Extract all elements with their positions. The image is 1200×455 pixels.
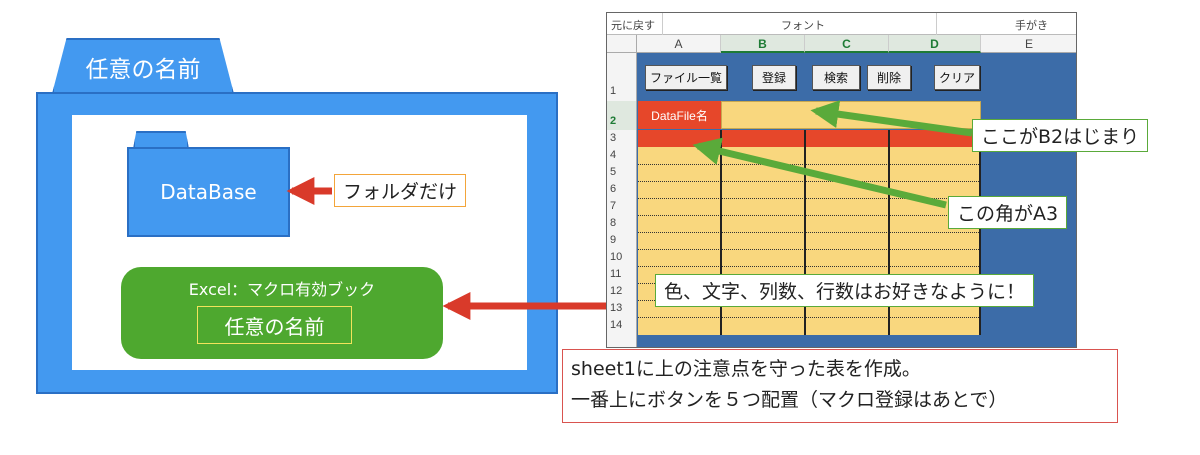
main-folder-tab: 任意の名前 — [52, 38, 234, 94]
row-header-11[interactable]: 11 — [607, 266, 637, 283]
delete-button[interactable]: 削除 — [867, 65, 911, 90]
a3-corner-callout: この角がA3 — [948, 196, 1068, 229]
instruction-note: sheet1に上の注意点を守った表を作成。 一番上にボタンを５つ配置（マクロ登録… — [562, 349, 1118, 423]
row-header-13[interactable]: 13 — [607, 300, 637, 317]
b2-start-callout: ここがB2はじまり — [972, 119, 1149, 152]
folder-only-text: フォルダだけ — [343, 181, 458, 203]
database-folder-label: DataBase — [160, 180, 257, 204]
instruction-line-1: sheet1に上の注意点を守った表を作成。 — [571, 358, 921, 380]
file-list-button[interactable]: ファイル一覧 — [645, 65, 727, 90]
database-folder-icon: DataBase — [127, 147, 290, 237]
row-header-9[interactable]: 9 — [607, 232, 637, 249]
row-header-4[interactable]: 4 — [607, 147, 637, 164]
ribbon-undo[interactable]: 元に戻す — [611, 20, 655, 32]
search-button[interactable]: 検索 — [812, 65, 860, 90]
row-header-7[interactable]: 7 — [607, 198, 637, 215]
excel-file-name-text: 任意の名前 — [224, 314, 325, 339]
column-header-e[interactable]: E — [981, 35, 1076, 53]
customize-text: 色、文字、列数、行数はお好きなように！ — [664, 281, 1026, 303]
excel-file-name: 任意の名前 — [197, 306, 352, 344]
register-button[interactable]: 登録 — [752, 65, 796, 90]
cell-b2-input[interactable] — [721, 101, 981, 129]
column-header-b[interactable]: B — [721, 35, 805, 53]
cell-a2[interactable]: DataFile名 — [638, 101, 721, 129]
clear-button[interactable]: クリア — [934, 65, 980, 90]
row-header-1[interactable]: 1 — [607, 53, 637, 101]
excel-macro-label: Excel：マクロ有効ブック — [188, 280, 376, 299]
row-header-3[interactable]: 3 — [607, 130, 637, 147]
column-header-c[interactable]: C — [805, 35, 889, 53]
folder-only-callout: フォルダだけ — [334, 174, 467, 207]
b2-start-text: ここがB2はじまり — [981, 126, 1140, 148]
column-header-a[interactable]: A — [637, 35, 721, 53]
row-3-header-cells[interactable] — [638, 130, 981, 147]
ribbon-handwriting[interactable]: 手がき — [1015, 20, 1048, 32]
ribbon-strip: 元に戻す フォント 手がき — [607, 13, 1076, 35]
cell-a2-text: DataFile名 — [651, 108, 708, 123]
row-header-8[interactable]: 8 — [607, 215, 637, 232]
row-header-10[interactable]: 10 — [607, 249, 637, 266]
column-header-d[interactable]: D — [889, 35, 981, 53]
row-header-14[interactable]: 14 — [607, 317, 637, 347]
row-header-5[interactable]: 5 — [607, 164, 637, 181]
customize-callout: 色、文字、列数、行数はお好きなように！ — [655, 274, 1035, 307]
instruction-line-2: 一番上にボタンを５つ配置（マクロ登録はあとで） — [571, 389, 1008, 411]
ribbon-font[interactable]: フォント — [781, 20, 825, 32]
a3-corner-text: この角がA3 — [957, 203, 1059, 225]
row-header-12[interactable]: 12 — [607, 283, 637, 300]
row-header-2[interactable]: 2 — [607, 101, 637, 130]
main-folder-name: 任意の名前 — [85, 57, 201, 83]
row-header-6[interactable]: 6 — [607, 181, 637, 198]
select-all-corner[interactable] — [607, 35, 637, 53]
